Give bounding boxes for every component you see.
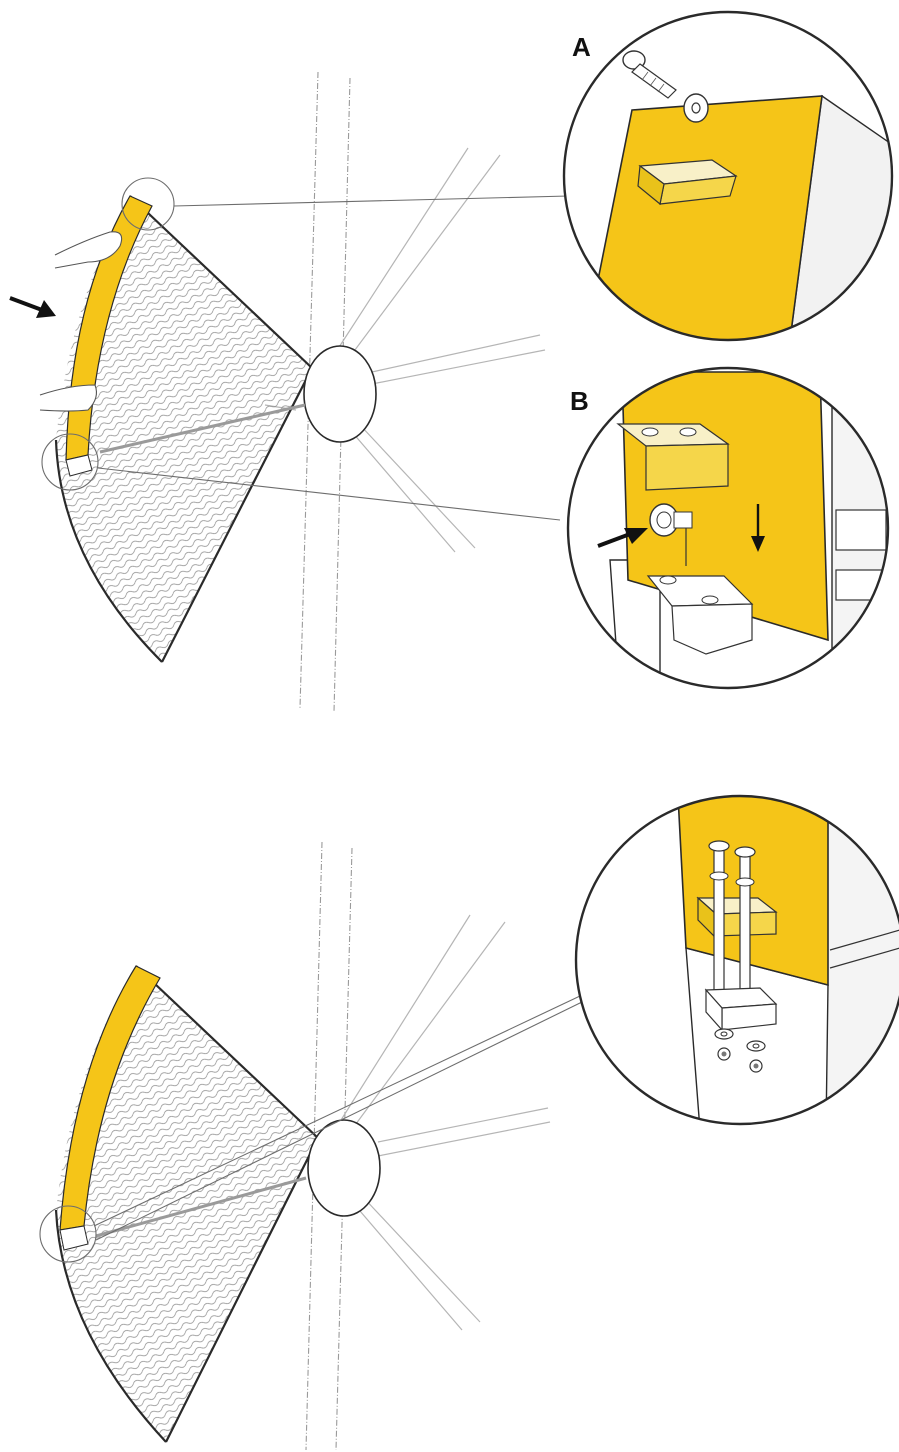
washer-icon [684, 94, 708, 122]
hub-top [304, 346, 376, 442]
push-arrow-icon [10, 298, 56, 318]
support-arms-bottom [336, 915, 550, 1330]
dish-segment-bottom [56, 966, 380, 1442]
callout-a-label: A [572, 32, 591, 62]
clamp-block-c-lower [706, 988, 776, 1030]
callout-a: A [560, 10, 899, 350]
top-scene [10, 72, 568, 712]
hub-bottom [308, 1120, 380, 1216]
clamp-block-a [638, 160, 736, 204]
callout-c [570, 790, 899, 1130]
callout-b: B [560, 366, 899, 700]
callout-b-label: B [570, 386, 589, 416]
dish-segment-top [56, 196, 376, 662]
clamp-block-c-upper [698, 898, 776, 936]
bottom-scene [40, 842, 582, 1450]
